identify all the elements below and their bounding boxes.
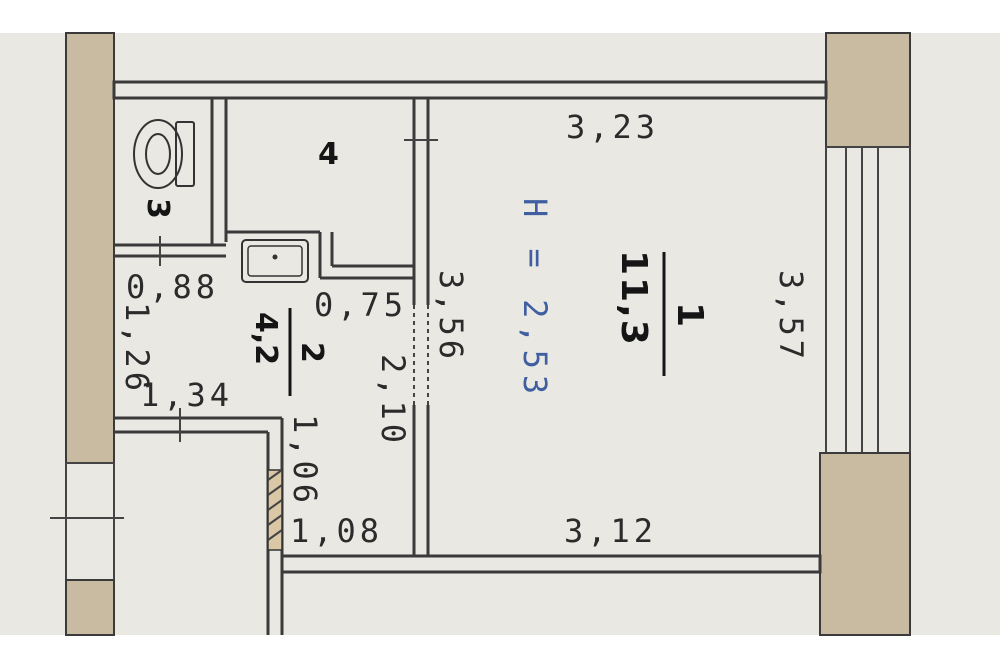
dim-left-depth: 3,56 (432, 270, 470, 363)
toilet-icon (133, 119, 195, 189)
left-pillar-bottom (65, 579, 115, 636)
top-white-band (0, 0, 1000, 33)
dim-corridor-top: 0,88 (126, 268, 219, 306)
room2-label: 2 4,2 (248, 308, 329, 396)
right-exterior-wall (819, 32, 911, 636)
left-exterior-wall (50, 32, 124, 636)
room4-number: 4 (318, 137, 339, 172)
room1-number: 1 (669, 302, 710, 329)
room1-label: 1 11,3 (613, 250, 710, 376)
bottom-white-band (0, 635, 1000, 667)
dim-niche-width: 0,75 (314, 286, 407, 324)
right-pillar-top (825, 32, 911, 148)
dim-corridor-left: 1,26 (118, 302, 156, 395)
room3-walls (114, 98, 228, 266)
dim-right-depth: 3,57 (772, 270, 810, 363)
dim-door-depth: 1,06 (286, 414, 324, 507)
room3-number: 3 (140, 198, 175, 219)
sink-icon (241, 239, 309, 283)
dim-top-width: 3,23 (566, 108, 659, 146)
top-wall (112, 80, 828, 100)
dim-corridor-bottom: 1,34 (140, 376, 233, 414)
partition-room4-room1 (404, 98, 438, 556)
dim-bottom-small: 1,08 (290, 512, 383, 550)
room2-area: 4,2 (248, 312, 283, 365)
corridor-walls (114, 408, 284, 635)
ceiling-height-label: H = 2,53 (516, 198, 554, 400)
dim-bottom-width: 3,12 (564, 512, 657, 550)
left-pillar-top (65, 32, 115, 464)
room1-area: 11,3 (613, 250, 654, 347)
right-pillar-bottom (819, 452, 911, 636)
dim-niche-depth: 2,10 (374, 354, 412, 447)
room2-number: 2 (294, 342, 329, 363)
room4-lower-wall (224, 230, 414, 280)
